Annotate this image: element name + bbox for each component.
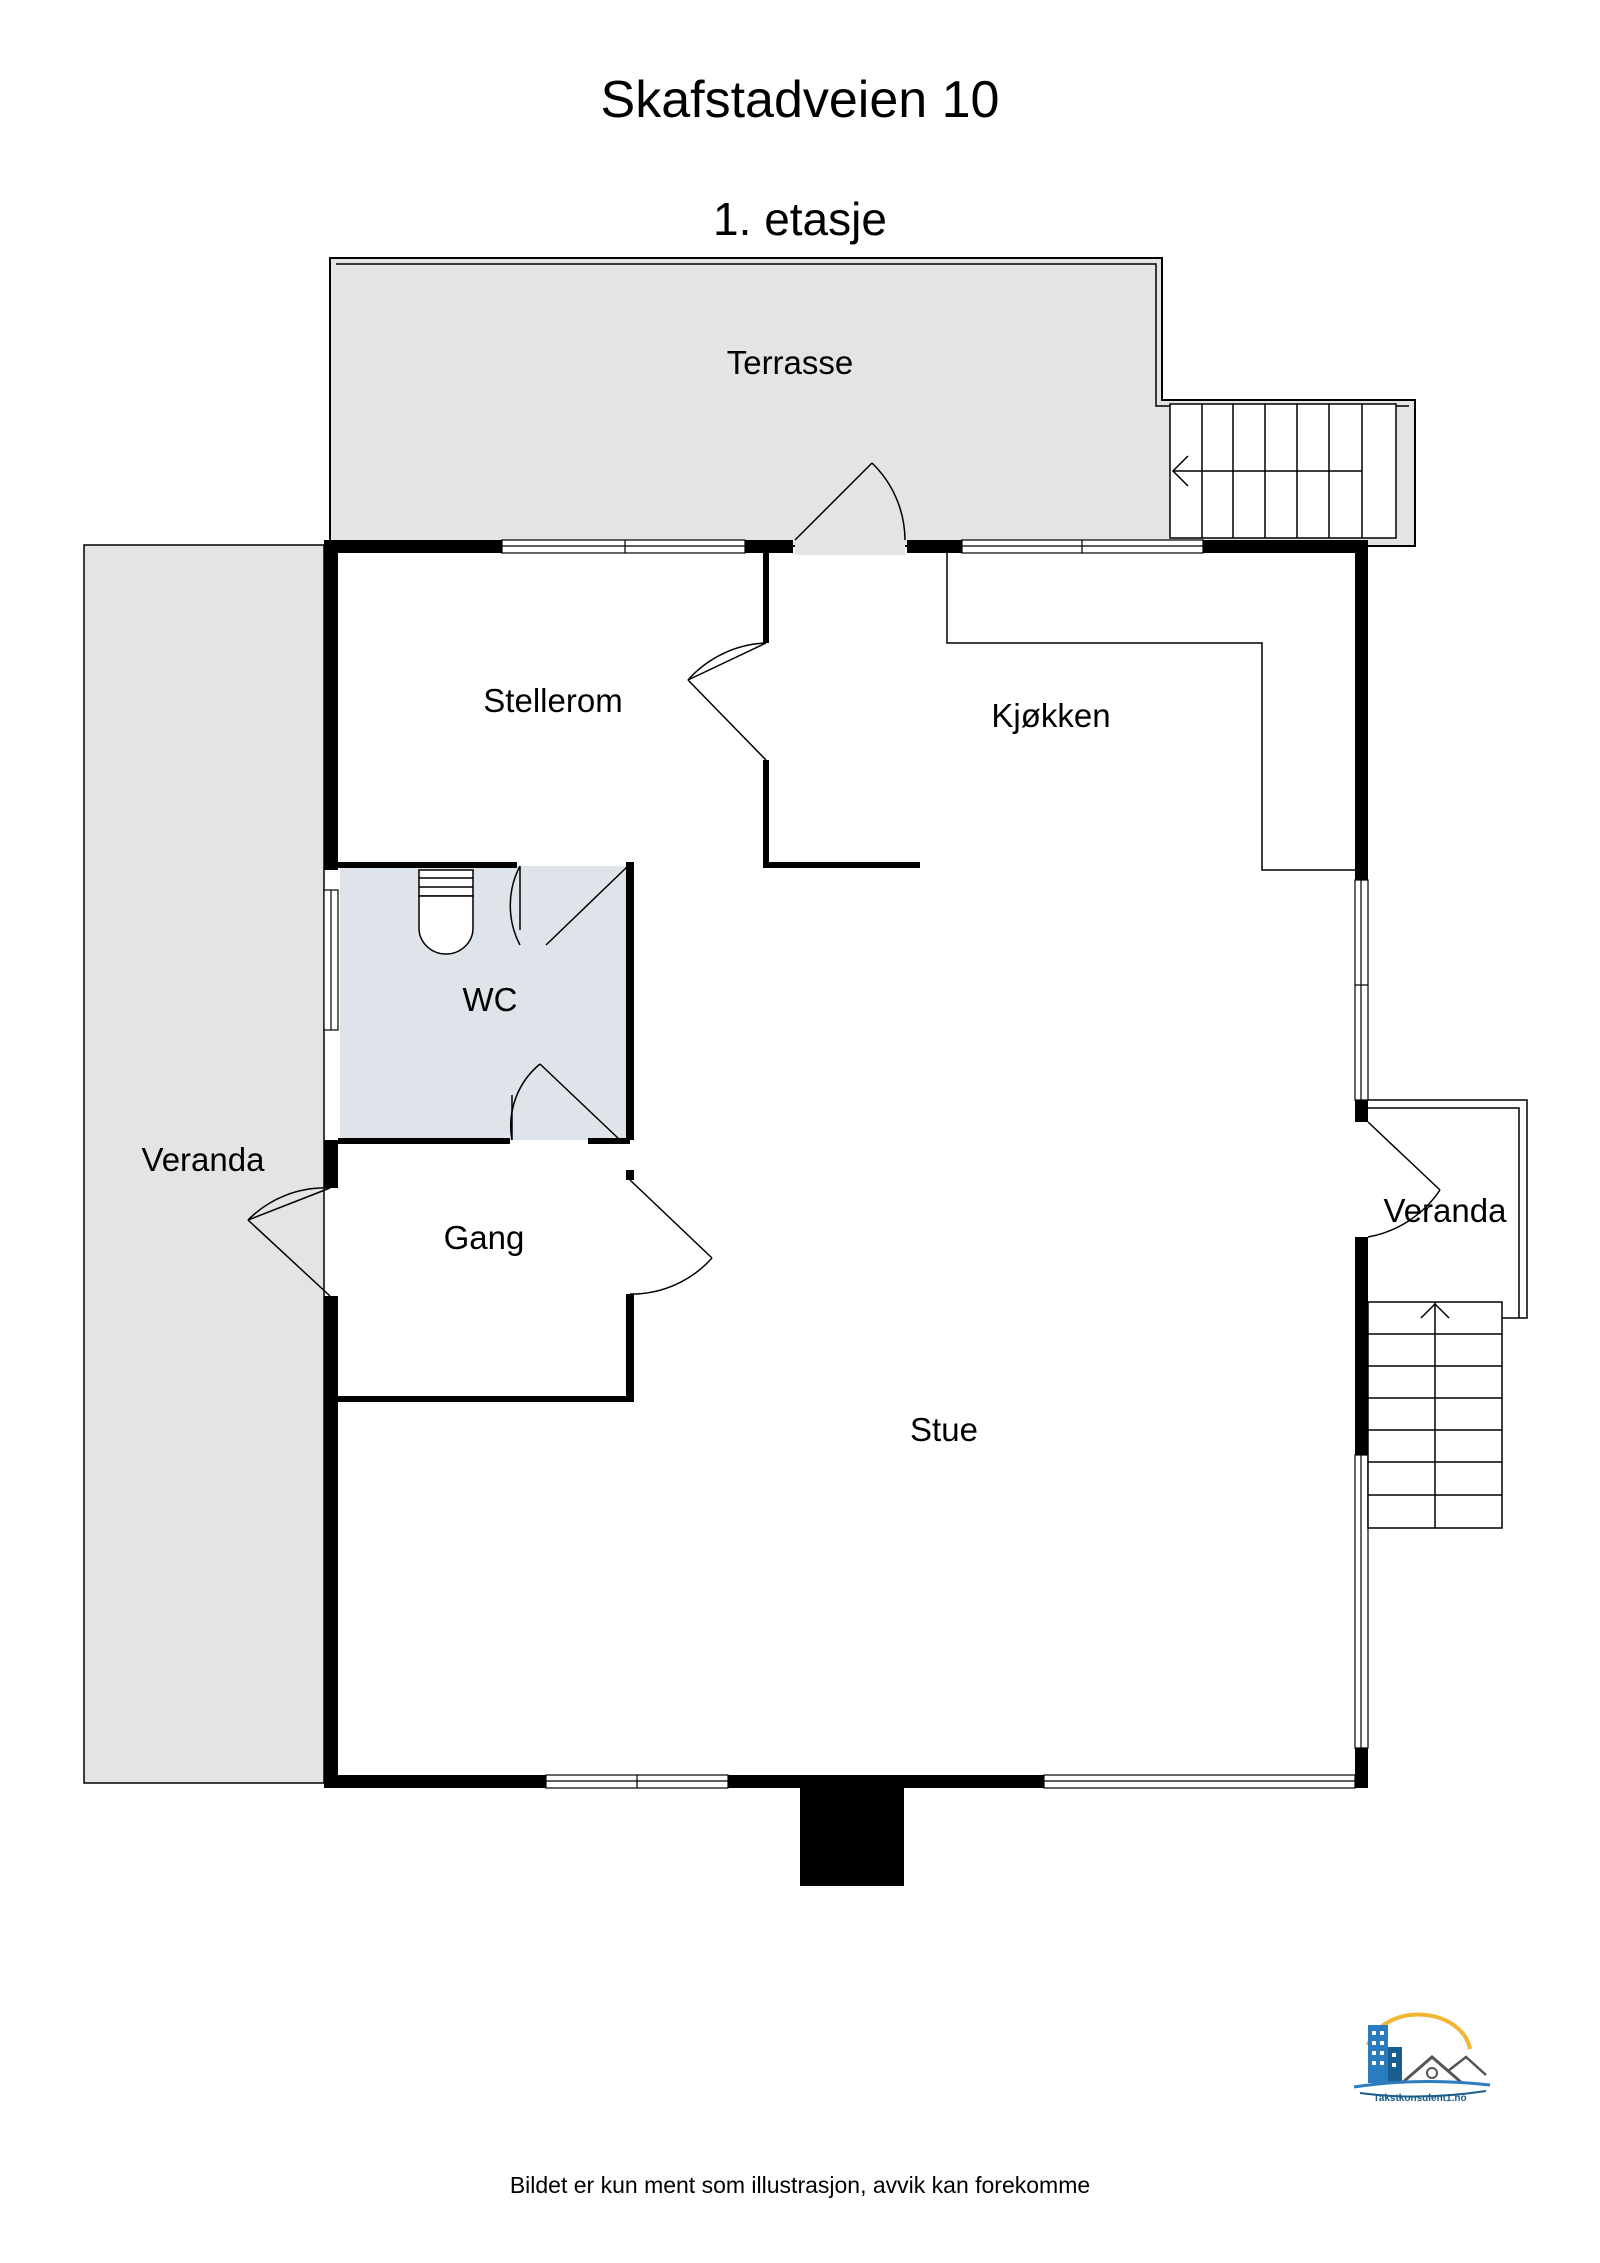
room-label-veranda-right: Veranda (1384, 1192, 1508, 1229)
room-label-stellerom: Stellerom (483, 682, 622, 719)
toilet (418, 869, 474, 955)
veranda-right-area (1368, 1099, 1528, 1319)
doors (247, 462, 1441, 1297)
disclaimer: Bildet er kun ment som illustrasjon, avv… (509, 2172, 1091, 2198)
room-label-stue: Stue (910, 1411, 978, 1448)
terrace-stairs (1169, 403, 1397, 539)
floor-label: 1. etasje (713, 193, 887, 245)
terrace-door-threshold (795, 545, 905, 555)
kitchen-counter (946, 553, 1355, 871)
windows (323, 539, 1369, 1789)
company-logo (1353, 2012, 1491, 2098)
room-label-veranda-left: Veranda (142, 1141, 266, 1178)
veranda-right-stairs (1367, 1301, 1503, 1529)
room-label-gang: Gang (444, 1219, 525, 1256)
logo-text: Takstkonsulent1.no (1373, 2093, 1467, 2104)
walls (324, 540, 1368, 1886)
plan-title: Skafstadveien 10 (600, 71, 1000, 129)
room-label-kjokken: Kjøkken (991, 697, 1110, 734)
veranda-left-area (83, 544, 325, 1784)
room-label-terrasse: Terrasse (727, 344, 854, 381)
room-label-wc: WC (463, 981, 518, 1018)
